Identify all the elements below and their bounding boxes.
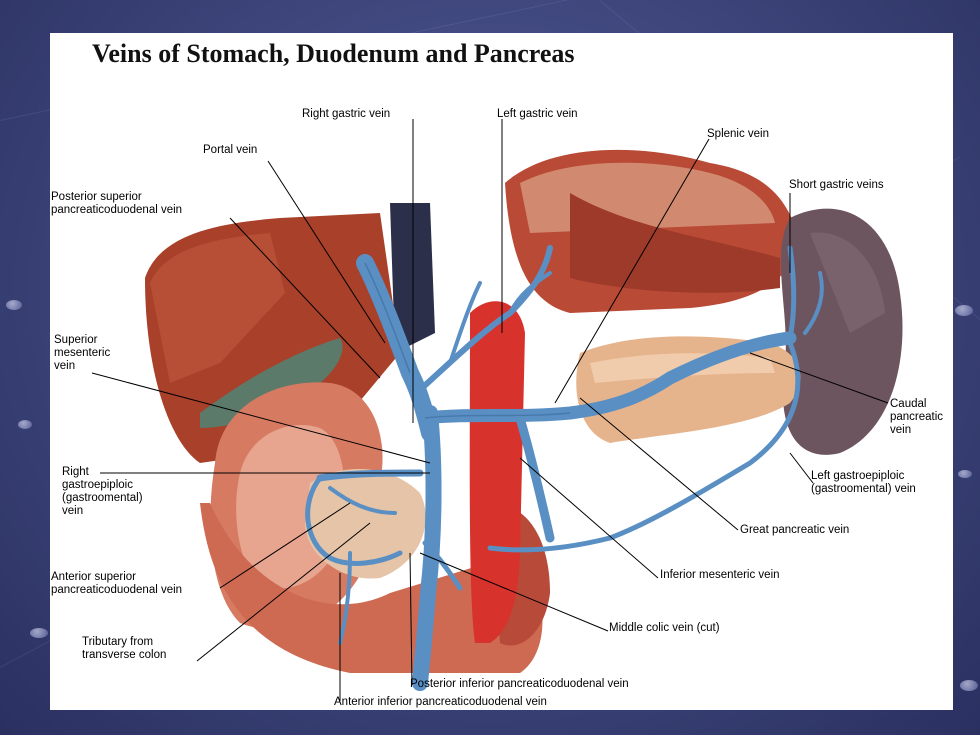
label-right-gastroepiploic-vein: Right gastroepiploic (gastroomental) vei…	[62, 466, 143, 517]
label-posterior-superior-pancreaticoduodenal-vein: Posterior superior pancreaticoduodenal v…	[51, 191, 183, 216]
label-left-gastroepiploic-vein: Left gastroepiploic (gastroomental) vein	[811, 470, 916, 495]
slide-title: Veins of Stomach, Duodenum and Pancreas	[92, 39, 575, 68]
pancreas-body	[576, 336, 801, 443]
label-middle-colic-vein: Middle colic vein (cut)	[609, 622, 720, 634]
gastroepiploic-arcade	[487, 340, 801, 553]
aorta	[469, 301, 525, 643]
label-caudal-pancreatic-vein: Caudal pancreatic vein	[890, 398, 944, 436]
inferior-mesenteric-vein-vessel	[515, 413, 555, 543]
lower-intestine	[200, 503, 543, 673]
label-anterior-superior-pancreaticoduodenal-vein: Anterior superior pancreaticoduodenal ve…	[51, 571, 183, 596]
label-left-gastric-vein: Left gastric vein	[497, 108, 578, 120]
label-great-pancreatic-vein: Great pancreatic vein	[740, 524, 850, 536]
middle-colic-vessel	[422, 540, 463, 591]
gallbladder	[200, 338, 343, 428]
label-short-gastric-veins: Short gastric veins	[789, 179, 884, 191]
anatomy-illustration	[91, 119, 903, 701]
pancreaticoduodenal-arcade	[305, 475, 403, 566]
leader-lines	[91, 119, 889, 701]
label-inferior-mesenteric-vein: Inferior mesenteric vein	[660, 569, 780, 581]
short-gastric-vessels	[787, 245, 797, 341]
label-tributary-from-transverse-colon: Tributary from transverse colon	[82, 636, 167, 661]
label-anterior-inferior-pancreaticoduodenal-vein: Anterior inferior pancreaticoduodenal ve…	[334, 696, 547, 708]
label-posterior-inferior-pancreaticoduodenal-vein: Posterior inferior pancreaticoduodenal v…	[410, 678, 629, 690]
superior-mesenteric-vein	[412, 405, 442, 691]
label-right-gastric-vein: Right gastric vein	[302, 108, 391, 120]
slide-panel: Veins of Stomach, Duodenum and Pancreas	[50, 33, 953, 710]
label-superior-mesenteric-vein: Superior mesenteric vein	[54, 334, 111, 372]
label-splenic-vein: Splenic vein	[707, 128, 770, 140]
label-portal-vein: Portal vein	[203, 144, 258, 156]
